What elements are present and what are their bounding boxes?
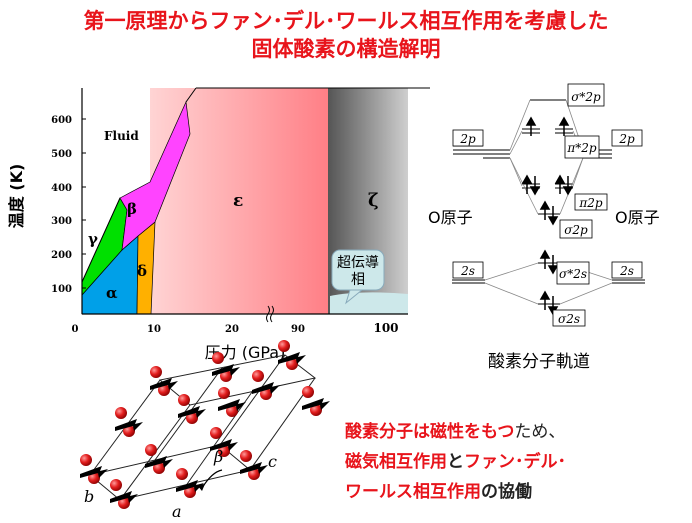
pi2p-star-box (564, 135, 600, 159)
x-tick-20: 20 (225, 324, 239, 335)
left-2s-label: 2s (460, 264, 475, 278)
message-line-3: ワールス相互作用の協働 (345, 477, 566, 507)
gamma-label: γ (88, 230, 98, 248)
callout-pointer (345, 289, 364, 305)
crystal-structure: a b c β (80, 340, 330, 521)
message-part-1: 酸素分子は磁性をもつ (345, 422, 515, 442)
title-line-2: 固体酸素の構造解明 (251, 37, 441, 61)
y-tick-500: 500 (51, 149, 72, 160)
title-line-1: 第一原理からファン･デル･ワールス相互作用を考慮した (83, 9, 609, 33)
pi2p-star-label: π*2p (566, 141, 597, 155)
message-part-7: の協働 (481, 482, 532, 502)
message-part-3: 磁気相互作用 (345, 452, 447, 472)
mo-caption: 酸素分子軌道 (488, 352, 590, 372)
x-tick-10: 10 (147, 324, 161, 335)
sigma2p-box (559, 219, 593, 239)
left-2p-box (452, 129, 484, 147)
message-part-6: ワールス相互作用 (345, 482, 481, 502)
delta-label: δ (137, 262, 147, 280)
beta-region (119, 100, 191, 251)
left-2s-box (452, 261, 484, 279)
o2-molecules (80, 340, 330, 509)
sigma2p-label: σ2p (564, 223, 588, 237)
axis-break-2 (270, 305, 274, 323)
phase-diagram: 600 500 400 300 200 100 0 10 20 90 100 F… (7, 87, 430, 362)
y-tick-600: 600 (51, 115, 72, 126)
sigma2s-star-box (556, 261, 590, 285)
lattice-a-label: a (172, 502, 182, 521)
superconducting-label-1: 超伝導 (337, 255, 379, 271)
y-tick-100: 100 (51, 284, 72, 295)
right-2p-label: 2p (618, 132, 635, 146)
right-2s-label: 2s (619, 264, 634, 278)
message-line-1: 酸素分子は磁性をもつため、 (345, 417, 566, 447)
melting-line-upper (185, 87, 197, 103)
message-part-4: と (447, 452, 464, 472)
superconducting-region (330, 292, 408, 314)
x-tick-100: 100 (373, 321, 398, 335)
sigma2s-label: σ2s (558, 312, 580, 326)
y-axis-label: 温度 (K) (7, 164, 26, 230)
conclusion-message: 酸素分子は磁性をもつため、 磁気相互作用とファン･デル･ ワールス相互作用の協働 (345, 417, 566, 507)
x-axis-label: 圧力 (GPa) (205, 343, 286, 362)
sigma2s-box (552, 309, 586, 327)
sigma2s-star-label: σ*2s (559, 267, 587, 281)
y-tick-200: 200 (51, 250, 72, 261)
fluid-label: Fluid (104, 129, 139, 143)
left-atom-label: O原子 (428, 208, 473, 227)
right-2s-box (611, 261, 643, 279)
axis-break-1 (266, 305, 270, 323)
y-tick-400: 400 (51, 183, 72, 194)
mo-diagram: σ*2p π*2p π2p σ2p σ*2s σ2s 2p 2p 2s 2s O… (428, 83, 660, 372)
x-tick-90: 90 (291, 324, 305, 335)
right-2p-box (611, 129, 643, 147)
alpha-label: α (106, 284, 118, 302)
lattice-beta-label: β (213, 447, 223, 466)
sigma2p-star-box (567, 83, 605, 107)
epsilon-label: ε (233, 191, 243, 211)
lattice-b-label: b (84, 487, 94, 506)
message-part-2: ため、 (514, 422, 566, 442)
message-part-5: ファン･デル･ (464, 452, 566, 472)
left-2p-label: 2p (459, 132, 476, 146)
message-line-2: 磁気相互作用とファン･デル･ (345, 447, 566, 477)
superconducting-label-2: 相 (351, 272, 365, 288)
pi2p-label: π2p (578, 196, 603, 210)
y-tick-300: 300 (51, 216, 72, 227)
sigma2p-star-label: σ*2p (571, 90, 601, 104)
right-atom-label: O原子 (615, 208, 660, 227)
melting-line (81, 197, 121, 283)
beta-label: β (127, 200, 137, 218)
pi2p-box (574, 193, 608, 211)
zeta-label: ζ (368, 190, 379, 211)
lattice-c-label: c (268, 452, 277, 471)
x-tick-0: 0 (72, 324, 79, 335)
